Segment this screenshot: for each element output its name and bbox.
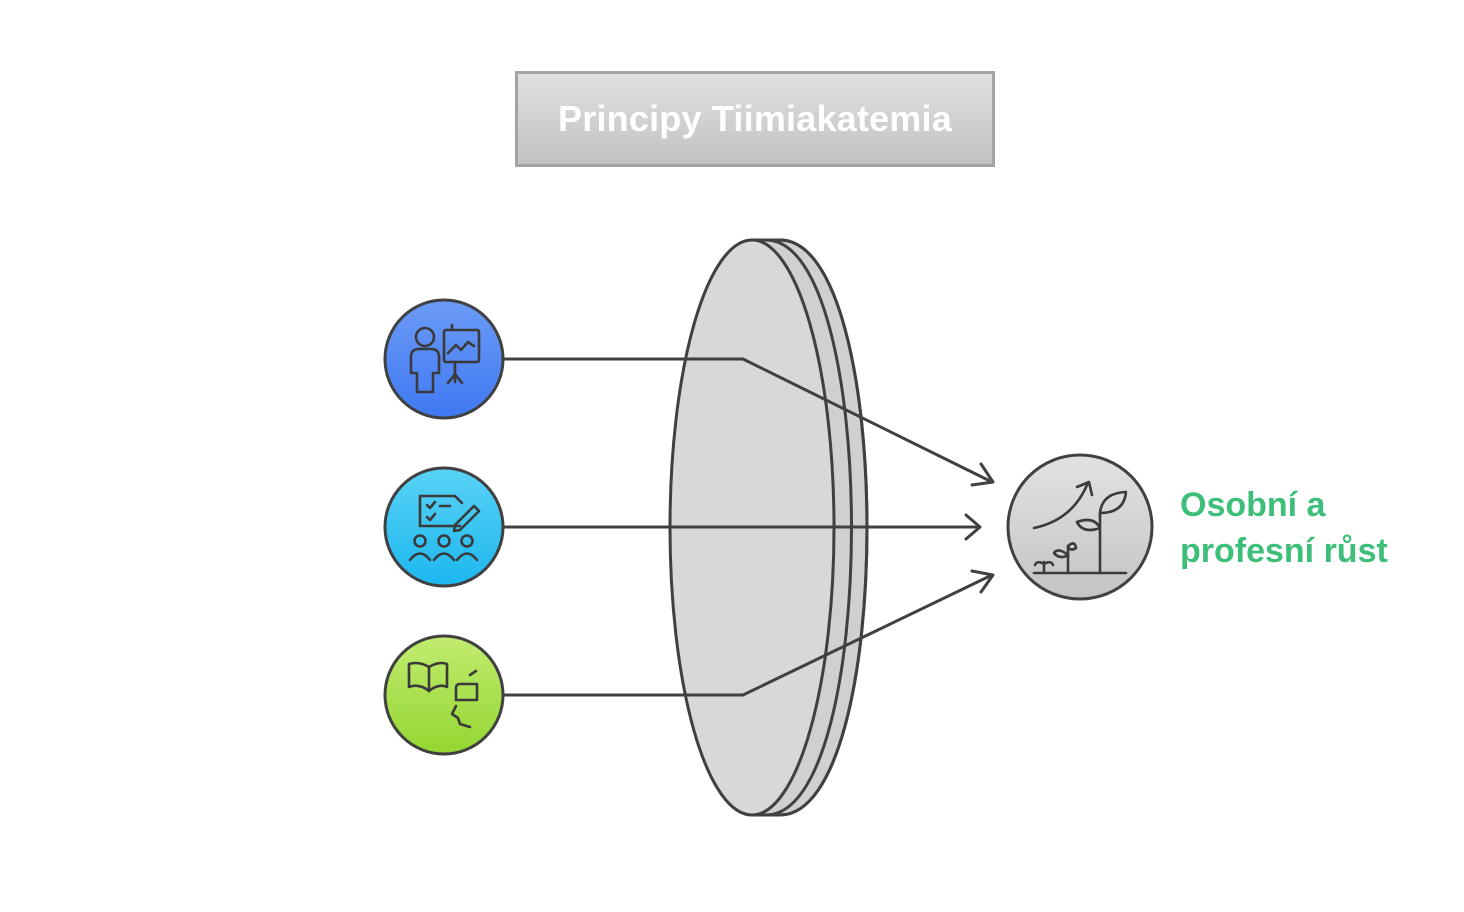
input-node-team	[383, 466, 505, 588]
result-label-line1: Osobní a	[1180, 486, 1326, 524]
result-label: Osobní a profesní růst	[1180, 482, 1450, 574]
team-planning-icon	[408, 494, 481, 562]
arrowhead-bottom	[970, 569, 995, 594]
growth-plant-icon	[1032, 480, 1128, 575]
input-node-learning	[383, 634, 505, 756]
arrowhead-top	[970, 462, 995, 487]
learning-dialogue-icon	[407, 661, 479, 729]
connector-top	[501, 357, 994, 484]
connector-lines	[501, 357, 995, 697]
input-node-presentation	[383, 298, 505, 420]
result-node-growth	[1006, 453, 1154, 601]
result-label-line2: profesní růst	[1180, 532, 1388, 570]
title-box: Principy Tiimiakatemia	[515, 71, 995, 167]
connector-bottom	[501, 573, 994, 697]
arrowhead-middle	[964, 513, 982, 541]
presenter-chart-icon	[409, 323, 481, 394]
diagram-title: Principy Tiimiakatemia	[558, 98, 952, 139]
